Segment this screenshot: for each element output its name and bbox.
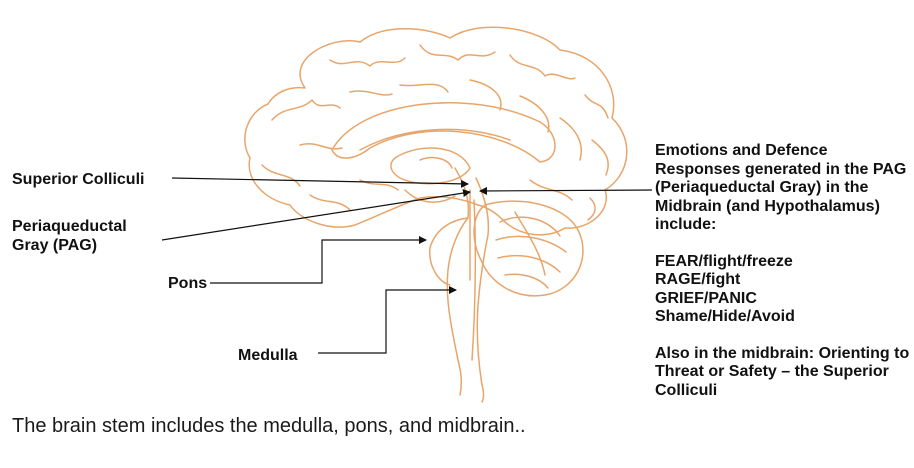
response-item: GRIEF/PANIC (655, 290, 913, 309)
response-item: FEAR/flight/freeze (655, 253, 913, 272)
pag-pointer (162, 192, 470, 240)
superior-colliculi-label: Superior Colliculi (12, 170, 144, 189)
response-item: RAGE/fight (655, 271, 913, 290)
superior-colliculi-pointer (172, 178, 468, 184)
pag-label: Periaqueductal Gray (PAG) (12, 217, 162, 255)
right-panel-pointer (480, 190, 652, 191)
pons-label: Pons (168, 274, 207, 293)
pons-pointer (210, 240, 426, 283)
brain-stem-caption: The brain stem includes the medulla, pon… (12, 414, 526, 438)
medulla-label: Medulla (238, 346, 298, 365)
midbrain-note: Also in the midbrain: Orienting to Threa… (655, 345, 913, 401)
pointer-lines (162, 178, 652, 353)
brain-outline (245, 27, 627, 402)
defence-responses-panel: Emotions and Defence Responses generated… (655, 142, 913, 400)
medulla-pointer (318, 290, 456, 353)
panel-heading: Emotions and Defence Responses generated… (655, 142, 913, 235)
response-item: Shame/Hide/Avoid (655, 308, 913, 327)
